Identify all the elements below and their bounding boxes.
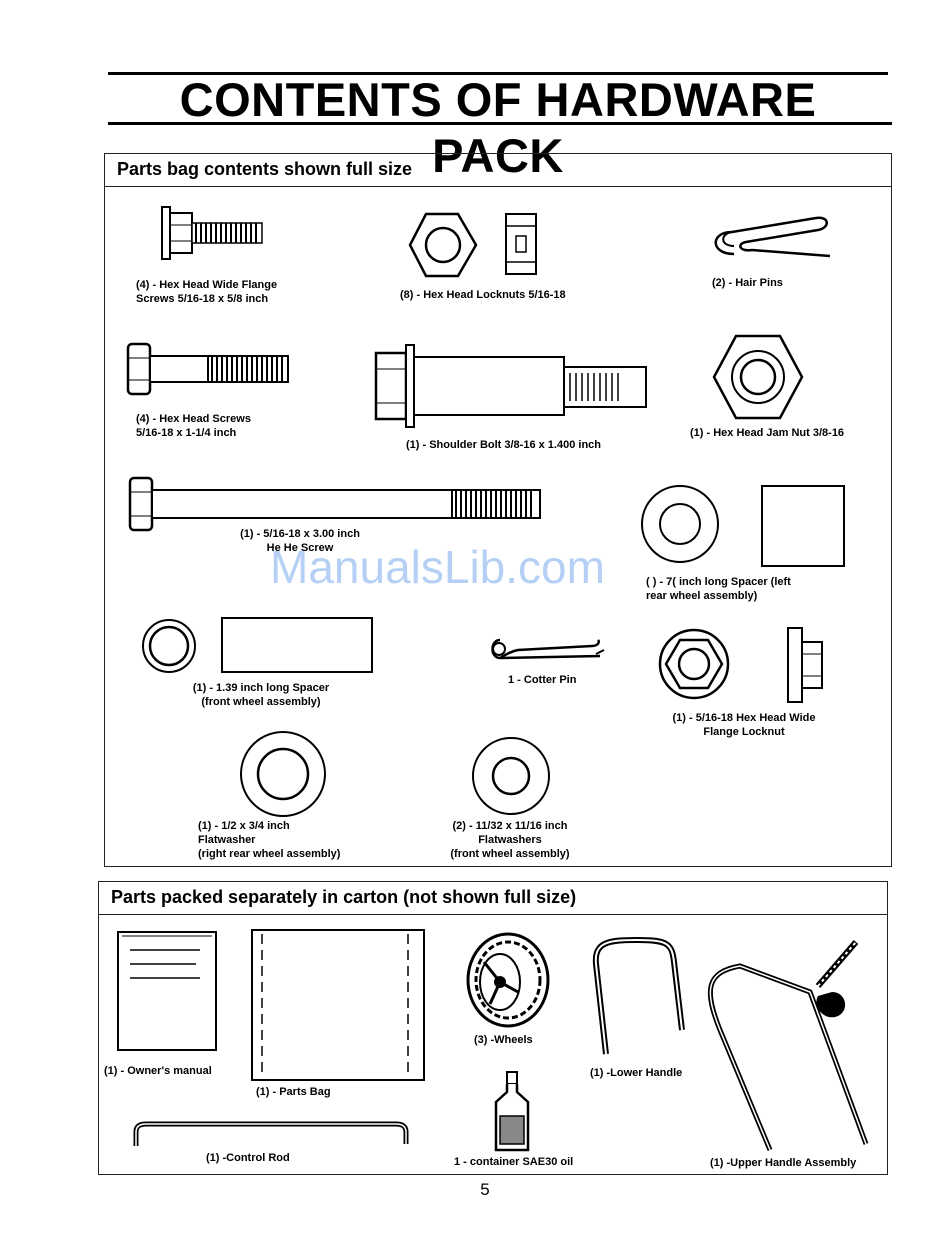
spacer-70-label: ( ) - 7( inch long Spacer (left rear whe… [646,575,791,603]
parts-bag-illustration [251,929,425,1081]
parts-bag-heading: Parts bag contents shown full size [117,159,413,179]
oil-container-illustration [494,1071,530,1152]
hex-screws-label: (4) - Hex Head Screws 5/16-18 x 1-1/4 in… [136,412,251,440]
spacer-70-label-line1: ( ) - 7( inch long Spacer (left [646,576,791,588]
jam-nut-illustration [712,334,804,420]
wheel-illustration [466,932,550,1028]
flatwasher-half-label-line1: (1) - 1/2 x 3/4 inch [198,820,290,832]
flatwashers-11-label-line3: (front wheel assembly) [450,848,570,860]
parts-bag-header: Parts bag contents shown full size [105,154,891,187]
flatwasher-half-label-line2: Flatwasher [198,834,256,846]
carton-header: Parts packed separately in carton (not s… [99,882,887,915]
spacer-139-illustration [142,617,373,673]
watermark: ManualsLib.com [270,541,605,593]
spacer-139-label-line2: (front wheel assembly) [201,696,321,708]
upper-handle-illustration [707,940,869,1151]
page-title: CONTENTS OF HARDWARE PACK [179,73,817,182]
owners-manual-label: (1) - Owner's manual [104,1065,212,1077]
flange-screw-illustration [161,206,263,260]
flatwasher-half-illustration [240,731,326,817]
flatwashers-11-label-line2: Flatwashers [478,834,542,846]
title-rule-bottom [108,122,892,125]
hex-screws-label-line1: (4) - Hex Head Screws [136,413,251,425]
flange-locknut-illustration [658,627,823,703]
cotter-pin-illustration [491,638,605,660]
flange-locknut-label-line2: Flange Locknut [703,726,785,738]
hex-screws-label-line2: 5/16-18 x 1-1/4 inch [136,427,237,439]
flange-locknut-label-line1: (1) - 5/16-18 Hex Head Wide [672,712,816,724]
long-screw-illustration [128,476,541,532]
spacer-139-label-line1: (1) - 1.39 inch long Spacer [192,682,330,694]
locknuts-label: (8) - Hex Head Locknuts 5/16-18 [400,289,566,301]
upper-handle-label: (1) -Upper Handle Assembly [710,1157,857,1169]
shoulder-bolt-illustration [374,344,647,428]
carton-heading: Parts packed separately in carton (not s… [111,887,577,907]
long-screw-label: (1) - 5/16-18 x 3.00 inch He He Screw [230,527,370,555]
cotter-pin-label: 1 - Cotter Pin [508,674,577,686]
hair-pins-label: (2) - Hair Pins [712,277,783,289]
parts-bag-box: Parts bag contents shown full size [104,153,892,867]
long-screw-label-line1: (1) - 5/16-18 x 3.00 inch [240,528,360,540]
spacer-70-label-line2: rear wheel assembly) [646,590,758,602]
hair-pin-illustration [714,216,831,258]
flatwasher-half-label: (1) - 1/2 x 3/4 inch Flatwasher (right r… [198,819,340,861]
lower-handle-illustration [592,936,685,1055]
flatwasher-11-illustration [472,737,550,815]
long-screw-label-line2: He He Screw [266,542,334,554]
spacer-139-label: (1) - 1.39 inch long Spacer (front wheel… [176,681,346,709]
flange-locknut-label: (1) - 5/16-18 Hex Head Wide Flange Lockn… [660,711,828,739]
hex-locknut-illustration [408,212,537,278]
hex-screw-illustration [126,342,289,396]
page-number: 5 [480,1180,490,1199]
shoulder-bolt-label: (1) - Shoulder Bolt 3/8-16 x 1.400 inch [406,439,601,451]
parts-bag-label: (1) - Parts Bag [256,1086,331,1098]
flatwashers-11-label: (2) - 11/32 x 11/16 inch Flatwashers (fr… [430,819,590,861]
flange-screws-label-line1: (4) - Hex Head Wide Flange [136,279,278,291]
wheels-label: (3) -Wheels [474,1034,533,1046]
oil-label: 1 - container SAE30 oil [454,1156,574,1168]
flatwashers-11-label-line1: (2) - 11/32 x 11/16 inch [452,820,568,832]
flange-screws-label: (4) - Hex Head Wide Flange Screws 5/16-1… [136,278,277,306]
spacer-70-illustration [641,485,845,567]
jam-nut-label: (1) - Hex Head Jam Nut 3/8-16 [690,427,845,439]
flatwasher-half-label-line3: (right rear wheel assembly) [198,848,341,860]
carton-box: Parts packed separately in carton (not s… [98,881,888,1175]
lower-handle-label: (1) -Lower Handle [590,1067,683,1079]
control-rod-illustration [133,1121,409,1146]
title-rule-top [108,72,888,75]
owners-manual-illustration [117,931,217,1051]
control-rod-label: (1) -Control Rod [206,1152,290,1164]
flange-screws-label-line2: Screws 5/16-18 x 5/8 inch [136,293,269,305]
